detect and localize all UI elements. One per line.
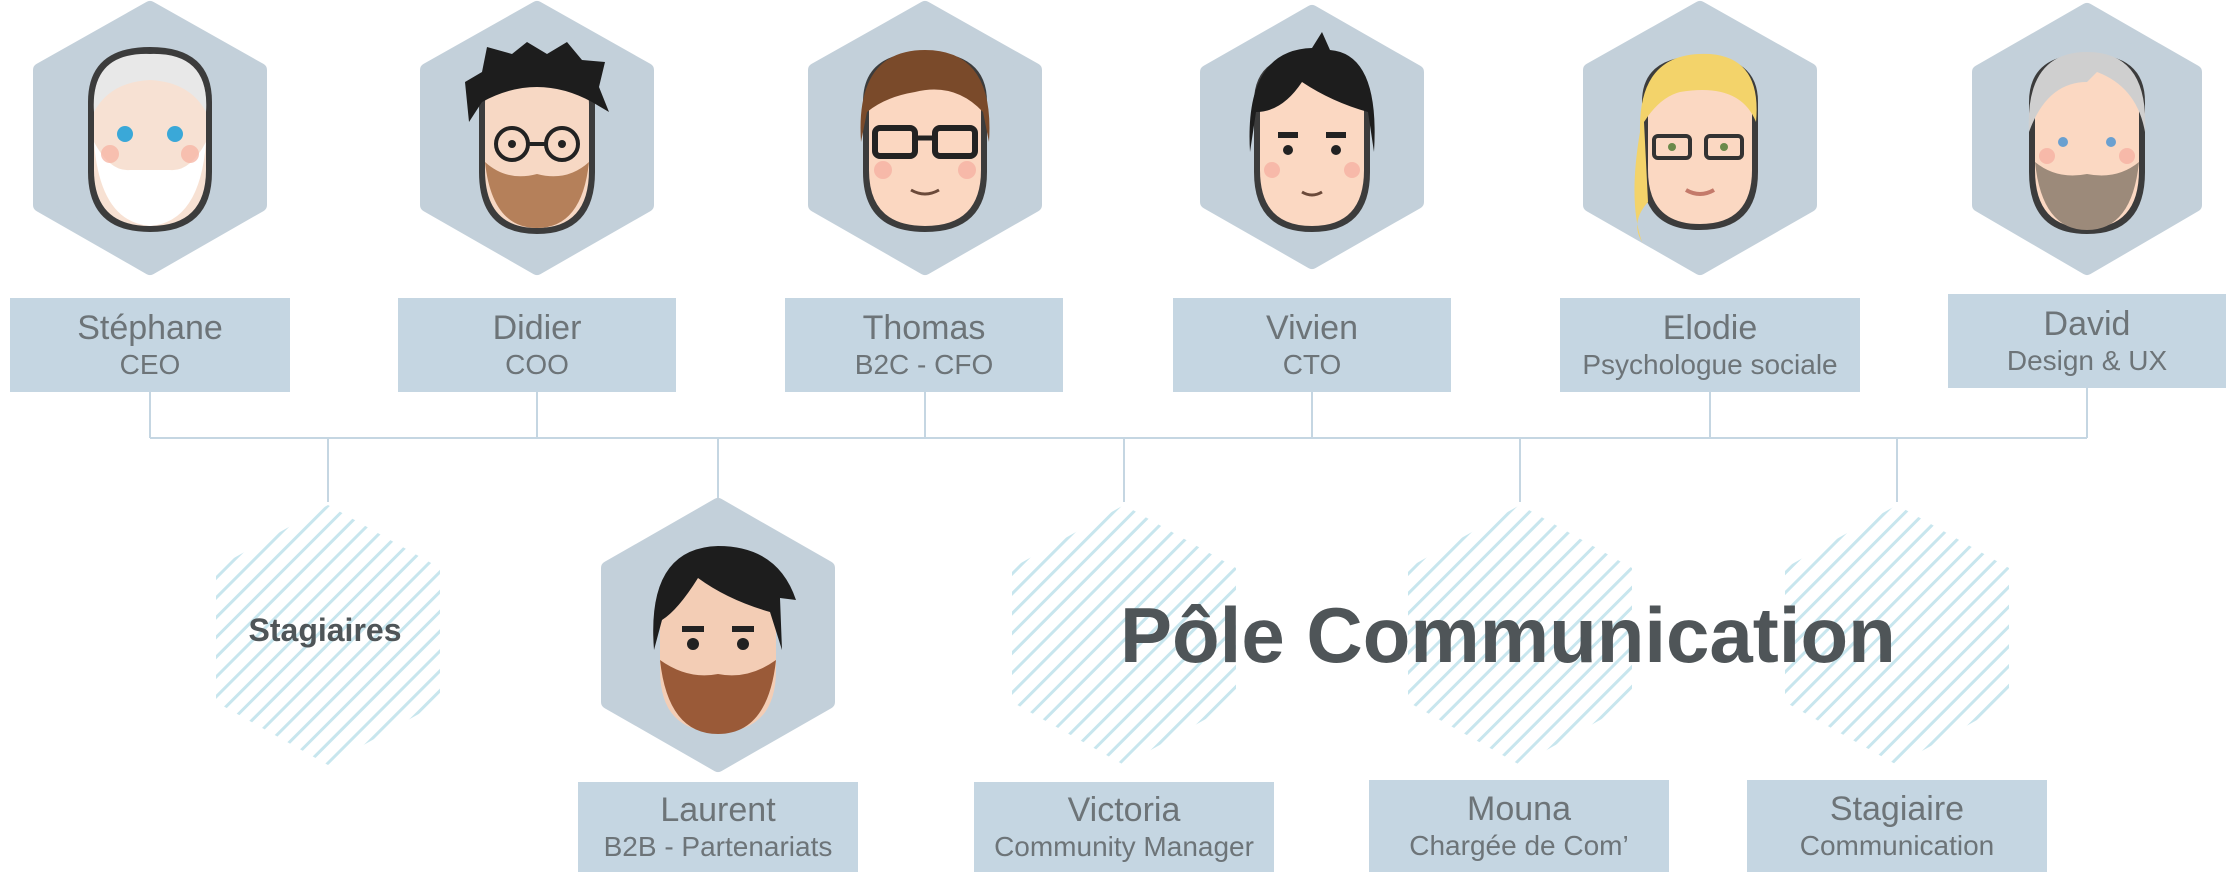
person-name: Victoria (1067, 791, 1181, 829)
person-role: Chargée de Com’ (1409, 830, 1629, 861)
person-role: COO (505, 349, 569, 380)
label-victoria: Victoria Community Manager (974, 782, 1274, 872)
person-name: David (2043, 305, 2131, 343)
black-hair-young-man-avatar (1249, 32, 1375, 232)
person-name: Stagiaire (1829, 790, 1965, 828)
person-role: Communication (1799, 830, 1995, 861)
person-role: Psychologue sociale (1582, 349, 1838, 380)
black-hair-beard-avatar (653, 546, 796, 734)
person-name: Vivien (1266, 309, 1358, 347)
label-vivien: Vivien CTO (1173, 298, 1451, 392)
hex-stagiaire-com (1785, 505, 2009, 765)
person-name: Stéphane (77, 309, 223, 347)
connector-lines (149, 384, 2088, 502)
label-laurent: Laurent B2B - Partenariats (578, 782, 858, 872)
person-role: B2B - Partenariats (603, 831, 833, 862)
person-name: Elodie (1662, 309, 1758, 347)
pole-communication-title: Pôle Communication (1120, 591, 1896, 679)
curly-hair-glasses-beard-avatar (465, 42, 609, 234)
person-role: CTO (1282, 349, 1342, 380)
label-elodie: Elodie Psychologue sociale (1560, 298, 1860, 392)
hex-mouna (1408, 505, 1632, 765)
label-stagiaire-com: Stagiaire Communication (1747, 780, 2047, 872)
label-thomas: Thomas B2C - CFO (785, 298, 1063, 392)
gray-hair-beard-avatar (2028, 52, 2146, 234)
label-stephane: Stéphane CEO (10, 298, 290, 392)
person-name: Laurent (660, 791, 776, 829)
person-role: B2C - CFO (854, 349, 994, 380)
person-name: Didier (492, 309, 582, 347)
old-man-white-beard-avatar (88, 47, 212, 232)
label-didier: Didier COO (398, 298, 676, 392)
person-role: CEO (119, 349, 181, 380)
brown-hair-glasses-avatar (860, 50, 990, 232)
person-role: Design & UX (2006, 345, 2168, 376)
person-role: Community Manager (994, 831, 1254, 862)
blonde-woman-glasses-avatar (1634, 53, 1758, 242)
hex-stagiaires (216, 505, 440, 765)
person-name: Mouna (1467, 790, 1571, 828)
hex-victoria (1012, 505, 1236, 765)
label-mouna: Mouna Chargée de Com’ (1369, 780, 1669, 872)
stagiaires-hex-label: Stagiaires (248, 612, 402, 648)
label-david: David Design & UX (1948, 294, 2226, 388)
person-name: Thomas (862, 309, 986, 347)
